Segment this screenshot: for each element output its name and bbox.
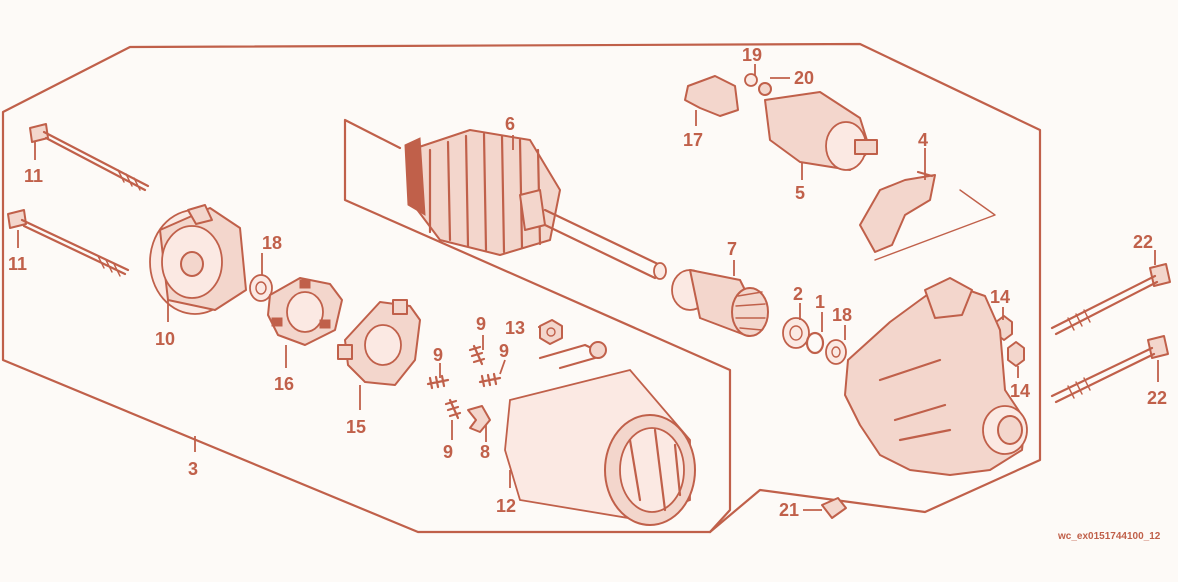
drive-end-housing — [844, 277, 1028, 476]
nut-20 — [758, 82, 772, 96]
callout-2: 2 — [793, 284, 803, 304]
brush-holder-plate-16 — [267, 277, 343, 346]
callout-9-a: 9 — [476, 314, 486, 334]
callout-16: 16 — [274, 374, 294, 394]
callout-18-b: 18 — [832, 305, 852, 325]
callout-22-b: 22 — [1147, 388, 1167, 408]
callout-14-a: 14 — [990, 287, 1010, 307]
terminal-cover-17 — [684, 75, 739, 117]
brush-spring-9-a — [426, 374, 450, 390]
yoke-12 — [504, 341, 696, 526]
callout-15: 15 — [346, 417, 366, 437]
grommet-21 — [821, 497, 847, 519]
callout-17: 17 — [683, 130, 703, 150]
bolt-11-lower — [7, 209, 130, 277]
callout-5: 5 — [795, 183, 805, 203]
brush-spring-9-c — [478, 372, 502, 388]
callout-8: 8 — [480, 442, 490, 462]
callout-9-b: 9 — [433, 345, 443, 365]
callout-12: 12 — [496, 496, 516, 516]
callout-9-c: 9 — [499, 341, 509, 361]
washer-19 — [744, 73, 758, 87]
shift-lever-4 — [859, 170, 936, 253]
bolt-22-upper — [1050, 263, 1171, 336]
callout-6: 6 — [505, 114, 515, 134]
brush-spring-9-b — [468, 344, 486, 366]
washer-18-right — [825, 339, 847, 365]
callout-1: 1 — [815, 292, 825, 312]
callout-leaders — [17, 64, 1159, 511]
callout-21: 21 — [779, 500, 799, 520]
rear-cover-10 — [149, 204, 247, 315]
callout-11-b: 11 — [8, 254, 27, 274]
callout-9-d: 9 — [443, 442, 453, 462]
brush-8 — [467, 405, 491, 433]
brush-spring-9-d — [444, 398, 462, 420]
solenoid-5 — [764, 91, 878, 171]
callout-11-a: 11 — [24, 166, 43, 186]
callout-7: 7 — [727, 239, 737, 259]
armature-group-outline — [343, 118, 732, 534]
overrunning-clutch-7 — [671, 269, 769, 337]
bolt-22-lower — [1050, 335, 1169, 404]
callout-labels: 1 2 3 4 5 6 7 8 9 9 9 9 10 11 11 12 13 1… — [8, 45, 1167, 520]
callout-3: 3 — [188, 459, 198, 479]
nut-14-lower — [1007, 341, 1025, 367]
callout-4: 4 — [918, 130, 928, 150]
callout-13: 13 — [505, 318, 525, 338]
bolt-11-upper — [29, 123, 150, 192]
nut-13 — [539, 319, 563, 345]
callout-18-a: 18 — [262, 233, 282, 253]
brush-holder-15 — [337, 299, 421, 386]
assembly-boundary-outline — [1, 42, 1042, 534]
stop-ring-2 — [782, 317, 810, 349]
callout-14-b: 14 — [1010, 381, 1030, 401]
callout-10: 10 — [155, 329, 175, 349]
armature-6 — [404, 129, 667, 280]
callout-19: 19 — [742, 45, 762, 65]
callout-22-a: 22 — [1133, 232, 1153, 252]
callout-20: 20 — [794, 68, 814, 88]
washer-18-left — [249, 274, 273, 302]
diagram-reference-code: wc_ex0151744100_12 — [1057, 531, 1161, 542]
lever-group-outline — [874, 189, 996, 261]
snap-ring-1 — [805, 331, 825, 355]
